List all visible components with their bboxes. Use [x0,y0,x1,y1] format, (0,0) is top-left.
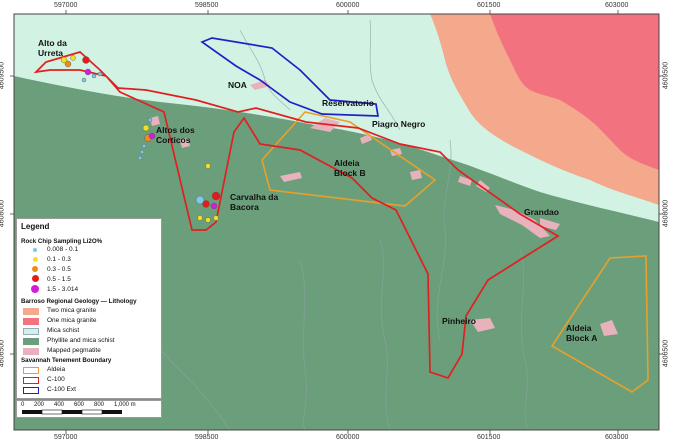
legend-panel: Legend Rock Chip Sampling Li2O% 0.008 - … [16,218,162,399]
legend-geology-1: One mica granite [47,317,97,324]
label-aldeia-block-a-line1: Aldeia [566,323,592,333]
legend-geology-4: Mapped pegmatite [47,347,101,354]
label-pinheiro: Pinheiro [442,316,477,326]
legend-swatch-one-mica [23,318,39,325]
label-aldeia-block-b-line2: Block B [334,168,366,178]
x-tick-top-597000: 597000 [54,2,78,9]
legend-swatch-c100 [23,377,39,384]
legend-dot-4 [31,285,39,293]
legend-sampling-2: 0.3 - 0.5 [47,266,71,273]
legend-tenement-1: C-100 [47,376,65,383]
legend-swatch-mica-schist [23,328,39,335]
sampling-points [60,55,221,223]
x-tick-bottom-601500: 601500 [477,434,501,441]
label-reservatorio: Reservatorio [322,98,374,108]
scale-bar: 0 200 400 600 800 1,000 m [16,400,162,418]
grid-ticks [10,10,663,434]
legend-sampling-3: 0.5 - 1.5 [47,276,71,283]
scale-label-2: 400 [54,402,65,408]
label-altos-dos-corticos-line1: Altos dos [156,125,195,135]
label-alto-da-urreta: Alto da Urreta [38,38,67,58]
label-alto-da-urreta-line1: Alto da [38,38,67,48]
legend-sampling-1: 0.1 - 0.3 [47,256,71,263]
legend-swatch-pegmatite [23,348,39,355]
legend-swatch-aldeia [23,367,39,374]
scale-label-1: 200 [34,402,45,408]
scale-label-5: 1,000 m [114,402,136,408]
x-tick-top-601500: 601500 [477,2,501,9]
legend-dot-3 [31,275,39,282]
label-carvalha-da-bacora-line2: Bacora [230,202,259,212]
label-altos-dos-corticos: Altos dos Corticos [156,125,195,145]
y-tick-left-4609500: 4609500 [0,61,6,90]
label-noa: NOA [228,80,247,90]
aldeia-tenements [261,111,649,393]
y-tick-left-4606500: 4606500 [0,339,6,368]
label-aldeia-block-b: Aldeia Block B [334,158,366,178]
label-alto-da-urreta-line2: Urreta [38,48,64,58]
legend-geology-3: Phyllite and mica schist [47,337,115,344]
y-tick-right-4608000: 4608000 [662,199,670,228]
legend-swatch-phyllite [23,338,39,345]
drainage-lines [119,19,529,430]
legend-sampling-title: Rock Chip Sampling Li2O% [21,238,103,245]
legend-dot-1 [32,257,38,262]
x-tick-bottom-597000: 597000 [54,434,78,441]
x-tick-bottom-603000: 603000 [605,434,629,441]
legend-tenement-2: C-100 Ext [47,386,76,393]
x-tick-top-600000: 600000 [336,2,360,9]
scale-label-4: 800 [94,402,105,408]
phyllite-area [14,76,659,430]
legend-title: Legend [21,222,50,231]
label-altos-dos-corticos-line2: Corticos [156,135,191,145]
scale-bar-graphic [22,409,122,415]
label-carvalha-da-bacora-line1: Carvalha da [230,192,279,202]
y-tick-left-4608000: 4608000 [0,199,6,228]
x-tick-bottom-600000: 600000 [336,434,360,441]
pegmatite-patches [150,80,618,336]
y-tick-right-4606500: 4606500 [662,339,670,368]
x-tick-bottom-598500: 598500 [195,434,219,441]
aldeia-block-b-boundary [261,111,437,207]
legend-tenement-0: Aldeia [47,366,66,373]
label-aldeia-block-a-line2: Block A [566,333,598,343]
x-tick-top-598500: 598500 [195,2,219,9]
legend-dot-2 [32,266,38,272]
x-tick-top-603000: 603000 [605,2,629,9]
scale-label-3: 600 [74,402,85,408]
legend-tenement-title: Savannah Tenement Boundary [21,357,112,364]
c100-boundary [33,51,560,380]
aldeia-block-a-boundary [550,255,649,393]
label-aldeia-block-a: Aldeia Block A [566,323,597,343]
legend-geology-title: Barroso Regional Geology — Lithology [21,298,137,305]
legend-dot-0 [33,248,37,252]
label-aldeia-block-b-line1: Aldeia [334,158,360,168]
one-mica-granite-area [490,14,659,170]
c100-ext-boundary [200,37,380,117]
legend-sampling-4: 1.5 - 3.014 [47,286,79,293]
map-frame [13,13,660,431]
legend-swatch-c100-ext [23,387,39,394]
y-tick-right-4609500: 4609500 [662,61,670,90]
label-carvalha-da-bacora: Carvalha da Bacora [230,192,278,212]
label-grandao: Grandao [524,207,559,217]
legend-swatch-two-mica [23,308,39,315]
legend-sampling-0: 0.008 - 0.1 [47,246,79,253]
scale-label-0: 0 [21,402,25,408]
label-piagro-negro: Piagro Negro [372,119,426,129]
legend-geology-2: Mica schist [47,327,80,334]
legend-geology-0: Two mica granite [47,307,97,314]
